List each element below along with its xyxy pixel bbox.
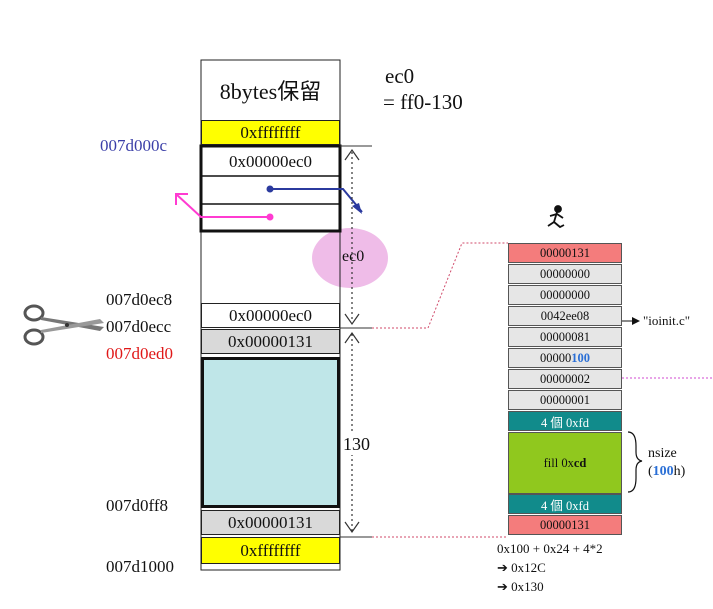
- prev-header-cell: 0x00000ec0: [201, 303, 340, 328]
- arrow-icon: ➔: [497, 579, 508, 594]
- detail-row: 00000000: [508, 285, 622, 305]
- reserved-cell: 8bytes保留: [219, 79, 322, 104]
- detail-row: 00000002: [508, 369, 622, 389]
- ioinit-label: "ioinit.c": [643, 313, 691, 328]
- detail-row-header: 00000131: [508, 243, 622, 263]
- size-prefix: 00000: [540, 350, 572, 365]
- guard-top: 4 個 0xfd: [508, 411, 622, 431]
- detail-row: 00000081: [508, 327, 622, 347]
- guard-bottom: 4 個 0xfd: [508, 494, 622, 514]
- address-007d000c: 007d000c: [100, 136, 168, 155]
- detail-row-filename-ptr: 0042ee08: [508, 306, 622, 326]
- tail-header-cell: 0x00000131: [201, 510, 340, 535]
- calc-line1: 0x100 + 0x24 + 4*2: [497, 541, 603, 556]
- size-value: 100: [571, 350, 590, 365]
- nsize-close: h): [673, 464, 686, 479]
- address-007d0ecc: 007d0ecc: [106, 317, 172, 336]
- scissors-icon: [23, 304, 104, 346]
- blue-pointer-arrow: [270, 188, 363, 213]
- address-007d0ec8: 007d0ec8: [106, 290, 173, 309]
- equation-line1: ec0: [385, 64, 415, 88]
- first-header-cell: 0x00000ec0: [228, 151, 313, 171]
- nsize-open: (: [648, 464, 653, 479]
- nsize-value: 100: [652, 464, 674, 479]
- runner-icon: [547, 205, 565, 229]
- nsize-value-label: (100h): [648, 464, 685, 480]
- address-007d0ed0: 007d0ed0: [106, 344, 174, 363]
- ec0-blob-label: ec0: [342, 248, 365, 265]
- top-fill-cell: 0xffffffff: [201, 120, 340, 145]
- bottom-fill-cell: 0xffffffff: [201, 537, 340, 564]
- nsize-label: nsize: [648, 446, 677, 461]
- guide-line-top: [372, 242, 508, 329]
- fill-value: cd: [573, 455, 587, 470]
- address-007d0ff8: 007d0ff8: [106, 496, 169, 515]
- nsize-brace: [627, 431, 643, 493]
- address-007d1000: 007d1000: [106, 557, 174, 576]
- magenta-pointer-arrow: [175, 193, 270, 218]
- fill-prefix: fill 0x: [543, 455, 574, 470]
- size-130-label: 130: [343, 434, 370, 455]
- detail-row: 00000001: [508, 390, 622, 410]
- calc-value-130: 0x130: [511, 579, 544, 594]
- calc-line2: ➔ 0x12C: [497, 560, 546, 576]
- calc-value-12c: 0x12C: [511, 560, 546, 575]
- calc-line3: ➔ 0x130: [497, 579, 544, 595]
- current-header-cell: 0x00000131: [201, 329, 340, 354]
- arrow-icon: ➔: [497, 560, 508, 575]
- equation-line2: = ff0-130: [383, 90, 463, 114]
- detail-row: 00000000: [508, 264, 622, 284]
- detail-tail: 00000131: [508, 515, 622, 535]
- ec0-blob: [312, 228, 388, 288]
- payload-cell: [201, 357, 340, 508]
